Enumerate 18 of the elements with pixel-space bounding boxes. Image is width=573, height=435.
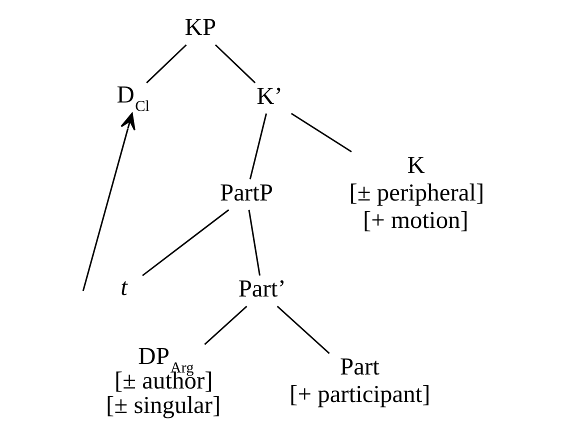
connector [142, 209, 230, 276]
connector [204, 306, 248, 345]
node-text: KP [184, 14, 216, 42]
connector [248, 210, 261, 276]
node-text: K [± peripheral] [+ motion] [349, 152, 484, 234]
node-text: Part [+ participant] [290, 354, 430, 408]
connector [276, 306, 330, 354]
arrow [82, 112, 136, 292]
connector [290, 112, 352, 152]
node-text: t [120, 274, 128, 302]
connector [146, 44, 187, 84]
connector [249, 113, 268, 180]
node-text: Part’ [238, 276, 286, 303]
node-text: DP$_{Arg}$ [± author] [± singular] [106, 342, 221, 419]
node-text: D$_{Cl}$ [116, 82, 150, 116]
node-text: K’ [256, 83, 282, 110]
connector [214, 44, 256, 84]
node-text: PartP [220, 179, 273, 206]
